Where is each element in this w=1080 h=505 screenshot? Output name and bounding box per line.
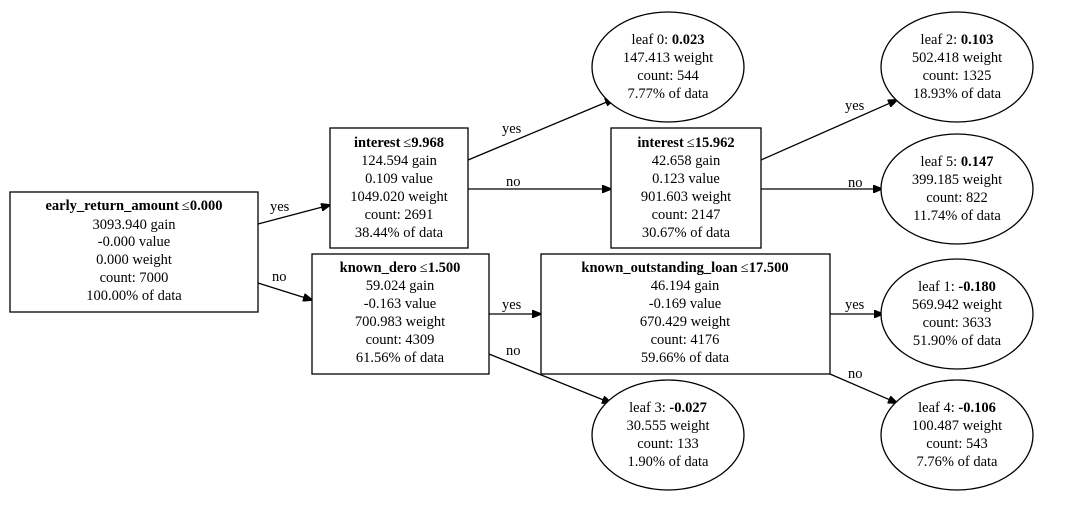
- split-node-value: 0.123 value: [652, 171, 720, 187]
- split-node-weight: 670.429 weight: [640, 314, 730, 330]
- leaf-weight: 100.487 weight: [912, 418, 1002, 434]
- split-node-count: count: 2691: [365, 207, 434, 223]
- split-node-count: count: 7000: [100, 270, 169, 286]
- split-node-count: count: 4176: [651, 332, 720, 348]
- leaf-weight: 399.185 weight: [912, 172, 1002, 188]
- edge-label-known-dero-yes: yes: [502, 297, 522, 313]
- edge-interest-1-to-leaf-0: [467, 99, 614, 161]
- split-node-data-pct: 59.66% of data: [641, 350, 730, 366]
- split-node-weight: 0.000 weight: [96, 252, 172, 268]
- edge-label-known-dero-no: no: [506, 343, 521, 359]
- leaf-data-pct: 1.90% of data: [628, 454, 709, 470]
- edge-kol-to-leaf-4: [829, 373, 897, 403]
- leaf-node-2: leaf 2: 0.103 502.418 weight count: 1325…: [880, 11, 1034, 123]
- split-node-data-pct: 61.56% of data: [356, 350, 445, 366]
- split-node-known-outstanding-loan: known_outstanding_loan≤17.500 46.194 gai…: [540, 253, 831, 375]
- split-node-value: -0.169 value: [649, 296, 721, 312]
- leaf-title: leaf 1: -0.180: [918, 279, 996, 295]
- leaf-data-pct: 18.93% of data: [913, 86, 1002, 102]
- split-node-title: interest≤9.968: [354, 135, 444, 151]
- split-node-gain: 3093.940 gain: [93, 217, 177, 233]
- leaf-node-0: leaf 0: 0.023 147.413 weight count: 544 …: [591, 11, 745, 123]
- split-node-gain: 42.658 gain: [652, 153, 721, 169]
- leaf-title: leaf 0: 0.023: [632, 32, 705, 48]
- split-node-interest-2: interest≤15.962 42.658 gain 0.123 value …: [610, 127, 762, 249]
- edge-root-to-interest-1: [257, 205, 330, 225]
- split-node-gain: 59.024 gain: [366, 278, 435, 294]
- leaf-weight: 502.418 weight: [912, 50, 1002, 66]
- leaf-weight: 569.942 weight: [912, 297, 1002, 313]
- split-node-weight: 901.603 weight: [641, 189, 731, 205]
- split-node-interest-1: interest≤9.968 124.594 gain 0.109 value …: [329, 127, 469, 249]
- split-node-title: interest≤15.962: [637, 135, 734, 151]
- edge-label-interest-2-yes: yes: [845, 98, 865, 114]
- leaf-count: count: 822: [926, 190, 988, 206]
- split-node-weight: 1049.020 weight: [350, 189, 447, 205]
- leaf-data-pct: 7.77% of data: [628, 86, 709, 102]
- leaf-count: count: 3633: [923, 315, 992, 331]
- leaf-node-3: leaf 3: -0.027 30.555 weight count: 133 …: [591, 379, 745, 491]
- split-node-count: count: 4309: [366, 332, 435, 348]
- split-node-value: 0.109 value: [365, 171, 433, 187]
- leaf-count: count: 133: [637, 436, 699, 452]
- leaf-weight: 147.413 weight: [623, 50, 713, 66]
- split-node-gain: 124.594 gain: [361, 153, 437, 169]
- edge-label-interest-2-no: no: [848, 175, 863, 191]
- split-node-gain: 46.194 gain: [651, 278, 720, 294]
- leaf-title: leaf 2: 0.103: [921, 32, 994, 48]
- leaf-weight: 30.555 weight: [627, 418, 710, 434]
- leaf-node-1: leaf 1: -0.180 569.942 weight count: 363…: [880, 258, 1034, 370]
- leaf-count: count: 1325: [923, 68, 992, 84]
- split-node-value: -0.163 value: [364, 296, 436, 312]
- edge-label-kol-no: no: [848, 366, 863, 382]
- leaf-title: leaf 3: -0.027: [629, 400, 707, 416]
- leaf-title: leaf 5: 0.147: [921, 154, 994, 170]
- edge-label-root-no: no: [272, 269, 287, 285]
- edge-label-root-yes: yes: [270, 199, 290, 215]
- split-node-data-pct: 38.44% of data: [355, 225, 444, 241]
- split-node-count: count: 2147: [652, 207, 721, 223]
- split-node-title: known_dero≤1.500: [340, 260, 461, 276]
- split-node-value: -0.000 value: [98, 234, 170, 250]
- split-node-data-pct: 100.00% of data: [86, 288, 182, 304]
- leaf-data-pct: 7.76% of data: [917, 454, 998, 470]
- leaf-data-pct: 11.74% of data: [913, 208, 1001, 224]
- edge-label-interest-1-yes: yes: [502, 121, 522, 137]
- split-node-data-pct: 30.67% of data: [642, 225, 731, 241]
- split-node-weight: 700.983 weight: [355, 314, 445, 330]
- leaf-node-5: leaf 5: 0.147 399.185 weight count: 822 …: [880, 133, 1034, 245]
- leaf-node-4: leaf 4: -0.106 100.487 weight count: 543…: [880, 379, 1034, 491]
- split-node-title: known_outstanding_loan≤17.500: [581, 260, 788, 276]
- edge-label-kol-yes: yes: [845, 297, 865, 313]
- leaf-title: leaf 4: -0.106: [918, 400, 996, 416]
- edge-label-interest-1-no: no: [506, 174, 521, 190]
- edge-interest-2-to-leaf-2: [760, 100, 897, 161]
- leaf-count: count: 544: [637, 68, 699, 84]
- leaf-data-pct: 51.90% of data: [913, 333, 1002, 349]
- edge-root-to-known-dero: [257, 282, 312, 300]
- split-node-title: early_return_amount≤0.000: [45, 198, 222, 214]
- split-node-known-dero: known_dero≤1.500 59.024 gain -0.163 valu…: [311, 253, 490, 375]
- edge-known-dero-to-leaf-3: [488, 353, 611, 403]
- split-node-early-return-amount: early_return_amount≤0.000 3093.940 gain …: [9, 191, 259, 313]
- leaf-count: count: 543: [926, 436, 988, 452]
